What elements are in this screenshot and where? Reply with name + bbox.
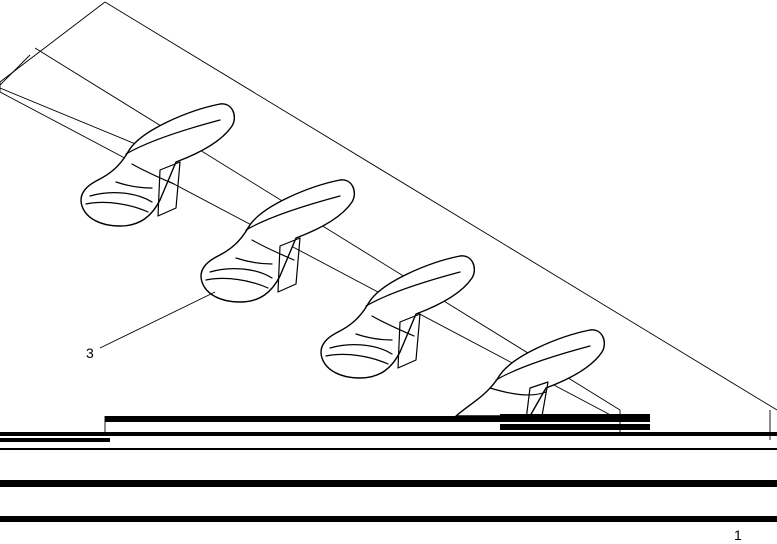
- bucket-tooth-2: [200, 179, 356, 303]
- callout-3-label: 3: [86, 345, 94, 361]
- section-cut-lines: [0, 410, 777, 522]
- bucket-lip-plate: [0, 1, 777, 421]
- callout-1: 1: [734, 527, 742, 543]
- bucket-tooth-4: [455, 329, 606, 421]
- callout-1-label: 1: [734, 527, 742, 543]
- bucket-tooth-1: [80, 103, 236, 227]
- bucket-tooth-3: [320, 255, 476, 379]
- callout-3: 3: [86, 291, 216, 361]
